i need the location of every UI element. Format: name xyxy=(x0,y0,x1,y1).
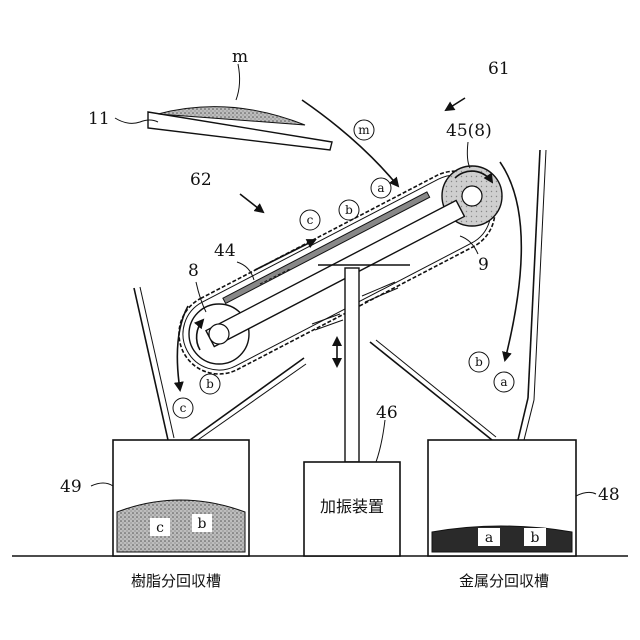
metal-bin-b: b xyxy=(531,530,540,546)
metal-bin-caption: 金属分回収槽 xyxy=(459,572,549,590)
circled-c-top: c xyxy=(307,213,314,227)
resin-bin-c: c xyxy=(156,520,164,536)
label-62: 62 xyxy=(190,170,212,190)
label-48: 48 xyxy=(598,485,620,505)
label-45-8: 45(8) xyxy=(446,121,492,141)
circled-b-left: b xyxy=(206,377,214,391)
label-9: 9 xyxy=(478,255,489,275)
circled-c-left: c xyxy=(180,401,187,415)
resin-bin-caption: 樹脂分回収槽 xyxy=(131,572,221,590)
label-11: 11 xyxy=(88,109,110,129)
vibrator-label: 加振装置 xyxy=(320,497,384,516)
label-8: 8 xyxy=(188,261,199,281)
circled-a-right: a xyxy=(500,375,507,389)
label-49: 49 xyxy=(60,477,82,497)
label-61: 61 xyxy=(488,59,510,79)
circled-m: m xyxy=(358,123,370,137)
circled-b-right: b xyxy=(475,355,483,369)
feeder-chute xyxy=(148,107,332,150)
label-44: 44 xyxy=(214,241,236,261)
metal-bin-a: a xyxy=(485,530,493,546)
resin-bin-b: b xyxy=(198,516,207,532)
circled-b-top: b xyxy=(345,203,353,217)
label-46: 46 xyxy=(376,403,398,423)
resin-bin: c b xyxy=(113,440,249,556)
label-m: m xyxy=(232,47,248,67)
circled-a-top: a xyxy=(377,181,384,195)
metal-bin: a b xyxy=(428,440,576,556)
